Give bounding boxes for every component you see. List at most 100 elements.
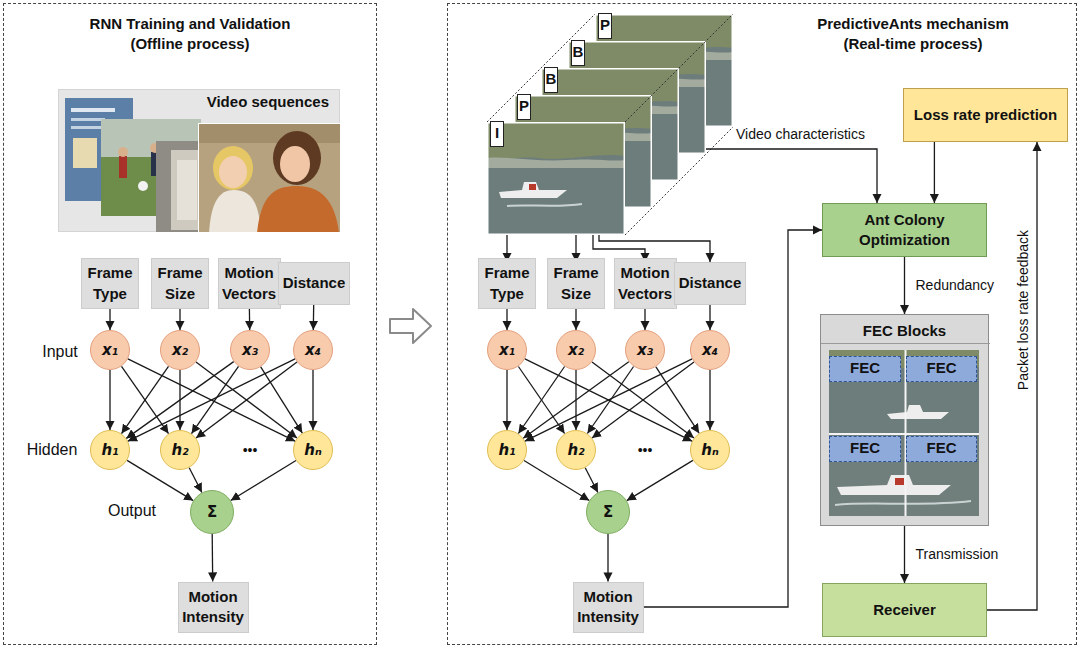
text-group: FEC (924, 358, 960, 378)
node-text: x₂ (568, 340, 584, 360)
node-text: FEC (850, 438, 880, 458)
connector-arrow (607, 534, 608, 582)
text-group: x₁ (499, 340, 515, 360)
text-group: FEC (924, 438, 960, 458)
process-panel: RNN Training and Validation(Offline proc… (3, 3, 377, 645)
feature-box: Distance (278, 262, 350, 305)
text-group: x₃ (637, 340, 653, 360)
feature-box: Motion Intensity (178, 582, 249, 633)
text-label: ••• (243, 442, 258, 458)
node-text: (Offline process) (7, 34, 373, 54)
node-text: Motion Vectors (222, 263, 277, 304)
edge-label: Packet loss rate feedback (1015, 228, 1031, 392)
text-group: RNN Training and Validation(Offline proc… (4, 12, 376, 57)
input-neuron: x₂ (160, 330, 200, 370)
hidden-neuron: hₙ (293, 430, 333, 470)
node-text: P (519, 96, 529, 116)
connector-arrow (109, 370, 110, 430)
output-neuron: Σ (190, 490, 234, 534)
node-text: x₄ (702, 340, 718, 360)
node-text: Frame Size (155, 263, 205, 304)
fec-panel: FEC BlocksFEC FEC FEC FEC (820, 314, 989, 526)
feature-box: Frame Type (478, 258, 536, 309)
connector-arrow (261, 367, 303, 433)
text-group: Motion Vectors (219, 261, 280, 306)
feature-box: Motion Intensity (573, 582, 644, 633)
text-label: Output (108, 502, 156, 520)
text-group: x₂ (172, 340, 188, 360)
feature-box: Frame Type (81, 258, 139, 309)
process-panel: PredictiveAnts mechanism(Real-time proce… (447, 3, 1077, 645)
text-group: x₃ (242, 340, 258, 360)
text-group: Σ (207, 502, 217, 522)
node-text: (Real-time process) (756, 34, 1070, 54)
connector-arrow (122, 366, 169, 433)
text-group: FEC Blocks (860, 315, 949, 343)
node-text: x₁ (499, 340, 515, 360)
connector-arrow (313, 305, 315, 330)
input-neuron: x₃ (625, 330, 665, 370)
connector-arrow (987, 142, 1037, 610)
connector-arrow (934, 142, 935, 203)
output-neuron: Σ (586, 490, 630, 534)
connector-arrow (592, 362, 694, 438)
text-group: I (495, 123, 499, 143)
connector-arrow (128, 359, 295, 441)
node-text: Distance (679, 273, 742, 293)
hidden-neuron: hₙ (690, 430, 730, 470)
text-group: Distance (280, 271, 349, 295)
frame-type-tag: P (517, 94, 531, 120)
text-group: Loss rate prediction (911, 103, 1060, 127)
prediction-box: Loss rate prediction (903, 88, 1068, 142)
fec-block: FEC (829, 356, 901, 382)
text-group: PredictiveAnts mechanism(Real-time proce… (753, 12, 1073, 57)
input-neuron: x₁ (90, 330, 130, 370)
frame-type-tag: B (544, 67, 558, 93)
text-label: Video characteristics (736, 126, 865, 142)
node-text: h₂ (171, 440, 188, 460)
frame-type-tag: I (490, 121, 504, 147)
connector-arrow (212, 534, 214, 582)
text-group: hₙ (304, 440, 322, 460)
node-text: Frame Type (85, 263, 135, 304)
node-text: Receiver (873, 600, 936, 620)
node-text: Frame Size (551, 263, 601, 304)
input-neuron: x₄ (690, 330, 730, 370)
node-text: Σ (207, 502, 217, 522)
receiver-box: Receiver (822, 583, 987, 637)
text-group: h₂ (171, 440, 188, 460)
connector-arrow (249, 309, 251, 330)
feature-box: Frame Size (151, 258, 209, 309)
connector-arrow (196, 362, 297, 438)
node-text: hₙ (701, 440, 719, 460)
connector-arrow (506, 370, 507, 430)
fec-block: FEC (906, 356, 977, 382)
node-text: Ant Colony Optimization (826, 210, 983, 251)
connector-arrow (904, 526, 905, 583)
text-group: P (600, 15, 610, 35)
node-text: B (573, 42, 584, 62)
text-label: Hidden (27, 441, 78, 459)
connector-arrow (709, 305, 710, 330)
feature-box: Motion Vectors (218, 258, 281, 309)
text-group: x₁ (102, 340, 118, 360)
hidden-neuron: h₁ (487, 430, 527, 470)
input-neuron: x₄ (293, 330, 333, 370)
connector-arrow (122, 366, 169, 433)
text-group: Motion Intensity (179, 585, 248, 630)
video-frame-stack (487, 14, 733, 235)
node-text: Video sequences (207, 92, 329, 112)
hidden-neuron: h₂ (556, 430, 596, 470)
edge-label: Transmission (914, 546, 1001, 562)
text-group: FEC (847, 358, 883, 378)
connector-arrow (709, 370, 710, 430)
connector-arrow (126, 362, 233, 439)
connector-arrow (575, 309, 576, 330)
feature-box: Frame Size (547, 258, 605, 309)
node-text: Σ (603, 502, 613, 522)
node-text: FEC (927, 438, 957, 458)
text-group: Frame Type (82, 261, 138, 306)
connector-arrow (585, 468, 598, 493)
text-group: Video sequences (203, 90, 339, 112)
